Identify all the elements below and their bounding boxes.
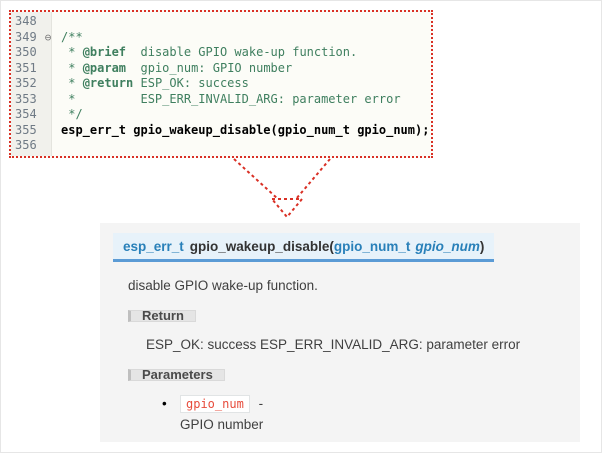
code-text: * @return ESP_OK: success (61, 76, 249, 90)
code-line: 355 esp_err_t gpio_wakeup_disable(gpio_nu… (11, 123, 431, 139)
line-number: 355 (15, 122, 37, 137)
line-number: 349 (15, 29, 37, 44)
signature-param-name: gpio_num (415, 239, 480, 254)
parameters-label: Parameters (128, 368, 225, 381)
code-text: * @param gpio_num: GPIO number (61, 60, 293, 75)
parameter-description: GPIO number (180, 417, 264, 432)
code-text: * ESP_ERR_INVALID_ARG: parameter error (61, 91, 401, 106)
fold-spacer (41, 76, 55, 92)
code-text (55, 138, 431, 154)
parameter-separator: - (258, 396, 264, 411)
signature-return-type-link[interactable]: esp_err_t (123, 239, 184, 254)
parameter-list: • gpio_num - GPIO number (162, 395, 580, 432)
code-line: 354 */ (11, 107, 431, 123)
line-number: 353 (15, 91, 37, 106)
fold-spacer (41, 61, 55, 77)
fold-spacer (41, 138, 55, 154)
line-number: 354 (15, 107, 37, 121)
signature-open-paren: ( (329, 239, 334, 254)
fold-spacer (41, 14, 55, 30)
code-line: 352 * @return ESP_OK: success (11, 76, 431, 92)
fold-marker-icon[interactable]: ⊖ (44, 30, 52, 44)
return-text: ESP_OK: success ESP_ERR_INVALID_ARG: par… (146, 337, 521, 352)
line-number: 352 (15, 76, 37, 90)
code-text: * @brief disable GPIO wake-up function. (61, 45, 358, 59)
code-line: 351 * @param gpio_num: GPIO number (11, 61, 431, 77)
code-line: 356 (11, 138, 431, 154)
fold-spacer (41, 123, 55, 139)
code-line: 353 * ESP_ERR_INVALID_ARG: parameter err… (11, 92, 431, 108)
signature-close-paren: ) (479, 239, 485, 254)
bullet-icon: • (162, 396, 167, 411)
code-text (55, 14, 431, 30)
line-number: 348 (15, 14, 37, 28)
fold-spacer (41, 107, 55, 123)
parameter-name-chip: gpio_num (180, 395, 250, 413)
code-line: 350 * @brief disable GPIO wake-up functi… (11, 45, 431, 61)
fold-spacer (41, 45, 55, 61)
fold-spacer (41, 92, 55, 108)
line-number: 351 (15, 60, 37, 75)
code-text: /** (61, 29, 83, 44)
signature-function-name: gpio_wakeup_disable (189, 239, 330, 254)
line-number: 356 (15, 138, 37, 152)
function-description: disable GPIO wake-up function. (128, 278, 318, 293)
signature-param-type-link[interactable]: gpio_num_t (333, 239, 411, 254)
dotted-arrow-icon (233, 158, 331, 219)
line-number: 350 (15, 45, 37, 59)
return-label: Return (128, 309, 196, 322)
parameter-item: • gpio_num - GPIO number (162, 395, 580, 432)
line-number-gutter (11, 12, 52, 156)
code-text: */ (61, 107, 83, 121)
code-line: 348 (11, 14, 431, 30)
code-text: esp_err_t gpio_wakeup_disable(gpio_num_t… (61, 122, 430, 137)
code-line: 349 ⊖ /** (11, 30, 431, 46)
function-signature: esp_err_t gpio_wakeup_disable(gpio_num_t g… (113, 233, 495, 262)
